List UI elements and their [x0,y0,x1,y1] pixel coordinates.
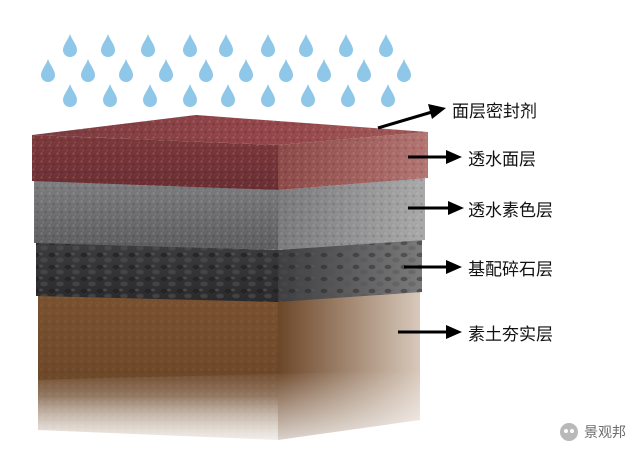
arrow-icon [377,104,464,339]
water-drop-icon [103,84,117,107]
water-drop-icon [339,34,353,57]
water-drop-icon [183,34,197,57]
soil-layer [30,290,430,458]
water-drop-icon [299,34,313,57]
water-drop-icon [119,59,133,82]
water-drop-icon [357,59,371,82]
water-drop-icon [261,84,275,107]
water-drop-icon [261,34,275,57]
water-drop-icon [199,59,213,82]
water-drop-icon [397,59,411,82]
water-drop-icon [63,84,77,107]
watermark-text: 景观邦 [584,425,626,441]
surface-layer [32,115,428,190]
water-drop-icon [301,84,315,107]
water-drop-icon [341,84,355,107]
water-drop-icon [381,84,395,107]
water-drop-icon [63,34,77,57]
gravel-layer [36,238,422,302]
water-drop-icon [41,59,55,82]
label-soil-layer: 素土夯实层 [468,325,553,345]
water-drop-icon [143,84,157,107]
water-drop-icon [183,84,197,107]
water-drop-icon [221,84,235,107]
water-drop-icon [141,34,155,57]
water-drop-icon [81,59,95,82]
water-drop-icon [379,34,393,57]
label-base-color-layer: 透水素色层 [468,201,553,221]
wechat-icon [560,423,578,441]
water-drop-icon [317,59,331,82]
watermark: 景观邦 [560,422,626,442]
water-drop-icon [279,59,293,82]
water-drop-icon [101,34,115,57]
base-color-layer [34,178,425,250]
water-drop-icon [239,59,253,82]
water-drop-icon [159,59,173,82]
rain-drops [41,34,411,107]
water-drop-icon [219,34,233,57]
label-gravel-layer: 基配碎石层 [468,260,553,280]
label-sealant: 面层密封剂 [452,102,537,122]
label-surface-layer: 透水面层 [468,150,536,170]
